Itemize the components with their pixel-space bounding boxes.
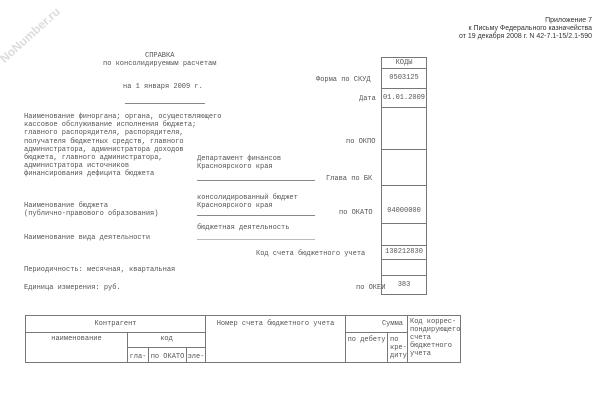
activity-value: бюджетная деятельность bbox=[197, 224, 290, 232]
col-corr-account: Код коррес- пондирующего счета бюджетног… bbox=[407, 315, 461, 363]
codes-header: КОДЫ bbox=[381, 57, 427, 69]
col-counterparty: Контрагент bbox=[25, 315, 206, 333]
col-credit: по кре- диту bbox=[387, 332, 408, 363]
report-date: на 1 января 2009 г. bbox=[123, 83, 203, 91]
col-element: эле- bbox=[186, 347, 206, 363]
org-label: Наименование финоргана; органа, осуществ… bbox=[24, 113, 222, 179]
form-code: 0503125 bbox=[381, 69, 427, 89]
watermark: NoNumber.ru bbox=[0, 4, 63, 66]
unit: Единица измерения: руб. bbox=[24, 284, 121, 292]
okei-code: 383 bbox=[381, 276, 427, 295]
budget-label: Наименование бюджета (публично-правового… bbox=[24, 202, 159, 219]
form-label: Форма по СКУД bbox=[316, 76, 371, 84]
okato-code: 04000000 bbox=[381, 186, 427, 224]
periodicity: Периодичность: месячная, квартальная bbox=[24, 266, 176, 274]
appendix-line: от 19 декабря 2008 г. N 42-7.1-15/2.1-59… bbox=[458, 33, 592, 40]
activity-label: Наименование вида деятельности bbox=[24, 234, 151, 242]
period-code bbox=[381, 260, 427, 276]
appendix-note: Приложение 7 к Письму Федерального казна… bbox=[459, 17, 592, 41]
date-code: 01.01.2009 bbox=[381, 89, 427, 108]
col-glava: гла- bbox=[127, 347, 149, 363]
glava-label: Глава по БК bbox=[326, 175, 373, 183]
date-label: Дата bbox=[359, 95, 376, 103]
appendix-line: к Письму Федерального казначейства bbox=[468, 25, 592, 32]
col-account: Номер счета бюджетного учета bbox=[205, 315, 346, 363]
account-code: 130212830 bbox=[381, 246, 427, 260]
okei-label: по ОКЕИ bbox=[356, 284, 386, 292]
okpo-code bbox=[381, 108, 427, 150]
account-label: Код счета бюджетного учета bbox=[256, 250, 366, 258]
col-debit: по дебету bbox=[345, 332, 388, 363]
activity-code bbox=[381, 224, 427, 246]
okpo-label: по ОКПО bbox=[346, 138, 376, 146]
glava-code bbox=[381, 150, 427, 186]
appendix-line: Приложение 7 bbox=[545, 17, 592, 24]
col-okato: по ОКАТО bbox=[148, 347, 187, 363]
okato-label: по ОКАТО bbox=[339, 209, 373, 217]
doc-subtitle: по консолидируемым расчетам bbox=[103, 60, 217, 68]
col-name: наименование bbox=[25, 332, 128, 363]
col-code: код bbox=[127, 332, 206, 348]
col-sum: Сумма bbox=[345, 315, 408, 333]
doc-title: СПРАВКА bbox=[145, 52, 175, 60]
org-value: Департамент финансов Красноярского края bbox=[197, 155, 282, 172]
budget-value: консолидированный бюджет Красноярского к… bbox=[197, 194, 298, 211]
